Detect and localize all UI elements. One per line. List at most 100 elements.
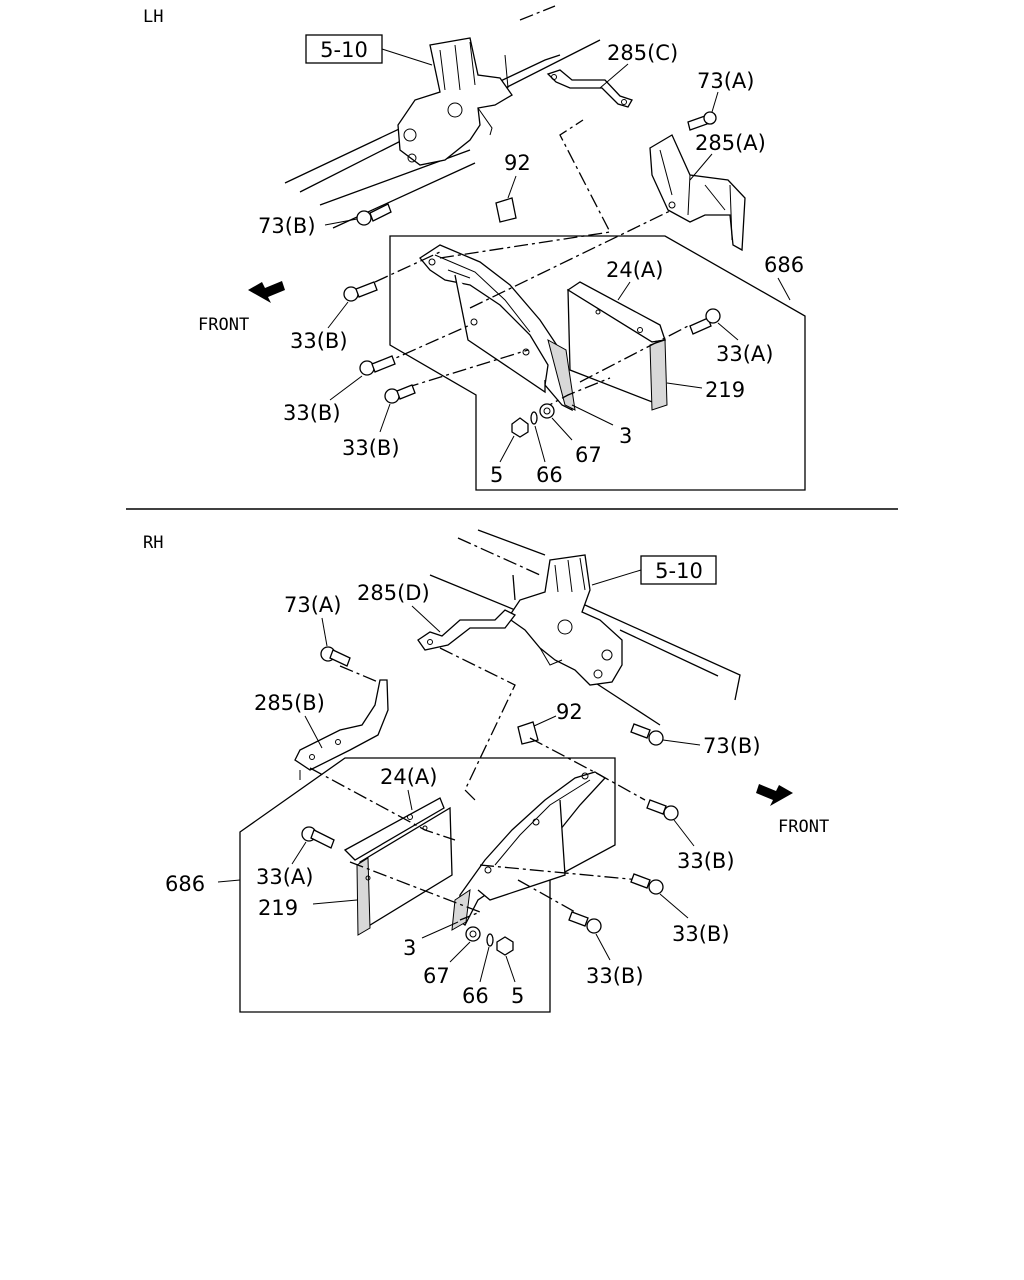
rh-leader-3 (421, 921, 459, 939)
rh-nut-5 (496, 936, 514, 956)
lh-bolt-33b-1 (343, 281, 378, 302)
lh-leader-285c (599, 63, 629, 89)
lh-leader-219 (666, 382, 703, 389)
rh-mud-guard (451, 771, 607, 931)
lh-part-285c (546, 69, 633, 108)
rh-bolt-73a (320, 646, 351, 667)
lh-bolt-33b-2 (359, 355, 396, 376)
lh-callout-24a: 24(A) (606, 258, 663, 282)
rh-callout-285d: 285(D) (357, 581, 430, 605)
rh-callout-285b: 285(B) (254, 691, 325, 715)
rh-callout-33b-2: 33(B) (672, 922, 730, 946)
lh-front-arrow-icon (248, 281, 285, 303)
lh-callout-285a: 285(A) (695, 131, 766, 155)
lh-bolt-33a (689, 308, 721, 335)
rh-leader-33a (291, 841, 307, 865)
rh-ref-leader (591, 569, 642, 586)
lh-callout-73a: 73(A) (697, 69, 754, 93)
rh-leader-285b (304, 715, 323, 749)
lh-callout-66: 66 (536, 463, 563, 487)
rh-washer-66 (486, 933, 494, 947)
rh-leader-33b-1 (673, 819, 695, 847)
rh-leader-92 (533, 715, 557, 727)
lh-callout-33b-3: 33(B) (342, 436, 400, 460)
rh-leader-33b-3 (595, 933, 611, 961)
lh-callout-219: 219 (705, 378, 745, 402)
rh-part-219 (356, 806, 453, 936)
lh-washer-66 (530, 411, 538, 425)
lh-ref-leader (381, 48, 433, 66)
lh-leader-33a (717, 322, 739, 341)
rh-ref-box-text: 5-10 (655, 559, 703, 583)
rh-callout-33a: 33(A) (256, 865, 313, 889)
rh-leader-66 (479, 946, 490, 983)
rh-part-285d (417, 609, 516, 651)
rh-leader-285d (411, 605, 441, 633)
rh-section: RH 5-10 285(D) (143, 529, 829, 1013)
lh-section-label: LH (143, 7, 163, 27)
lh-callout-686: 686 (764, 253, 804, 277)
lh-spring-bracket (397, 37, 513, 166)
rh-callout-24a: 24(A) (380, 765, 437, 789)
rh-bolt-33b-3 (568, 911, 602, 934)
rh-callout-219: 219 (258, 896, 298, 920)
rh-front-arrow-icon (756, 784, 793, 806)
lh-leader-3 (571, 404, 614, 426)
lh-leader-686 (777, 277, 791, 301)
rh-bolt-33b-2 (630, 873, 664, 895)
lh-callout-33b-1: 33(B) (290, 329, 348, 353)
lh-callout-67: 67 (575, 443, 602, 467)
rh-callout-33b-3: 33(B) (586, 964, 644, 988)
rh-leader-5 (505, 955, 516, 983)
rh-spring-bracket (507, 554, 623, 686)
lh-callout-285c: 285(C) (607, 41, 678, 65)
rh-leader-686 (217, 879, 241, 883)
lh-washer-67 (539, 403, 555, 419)
rh-bolt-33b-1 (646, 799, 679, 821)
lh-bolt-73a (687, 111, 717, 131)
lh-callout-73b: 73(B) (258, 214, 316, 238)
lh-leader-5 (499, 435, 515, 463)
rh-callout-686: 686 (165, 872, 205, 896)
rh-callout-33b-1: 33(B) (677, 849, 735, 873)
rh-front-label: FRONT (778, 817, 829, 837)
lh-leader-33b-3 (379, 403, 391, 433)
lh-leader-73b (324, 218, 358, 226)
lh-leader-24a (617, 281, 631, 301)
rh-leader-33b-2 (659, 893, 689, 919)
lh-leader-33b-2 (329, 375, 363, 401)
rh-bolt-73b (630, 723, 664, 746)
rh-callout-73a: 73(A) (284, 593, 341, 617)
lh-ref-box-text: 5-10 (320, 38, 368, 62)
lh-mud-guard (419, 244, 576, 412)
rh-callout-73b: 73(B) (703, 734, 761, 758)
lh-callout-33b-2: 33(B) (283, 401, 341, 425)
rh-part-24a (343, 797, 445, 861)
rh-callout-66: 66 (462, 984, 489, 1008)
rh-part-285b (294, 679, 389, 780)
rh-washer-67 (465, 926, 481, 942)
rh-callout-92: 92 (556, 700, 583, 724)
lh-bolt-73b (356, 203, 392, 226)
lh-callout-3: 3 (619, 424, 632, 448)
lh-leader-92 (507, 175, 517, 199)
rh-section-label: RH (143, 533, 163, 553)
lh-part-92 (495, 197, 517, 223)
rh-bolt-33a (301, 826, 335, 849)
rh-assembly-outline (239, 757, 616, 1013)
lh-front-label: FRONT (198, 315, 249, 335)
lh-leader-73a (711, 91, 719, 113)
rh-leader-219 (312, 899, 358, 905)
rh-guide-lines (309, 647, 646, 921)
lh-nut-5 (511, 417, 529, 438)
lh-callout-5: 5 (490, 463, 503, 487)
rh-part-92 (517, 721, 539, 745)
rh-callout-3: 3 (403, 936, 416, 960)
lh-part-285a (649, 134, 746, 252)
lh-bolt-33b-3 (384, 384, 416, 404)
rh-callout-5: 5 (511, 984, 524, 1008)
lh-callout-92: 92 (504, 151, 531, 175)
lh-leader-285a (689, 153, 713, 181)
rh-leader-73a (321, 617, 328, 647)
